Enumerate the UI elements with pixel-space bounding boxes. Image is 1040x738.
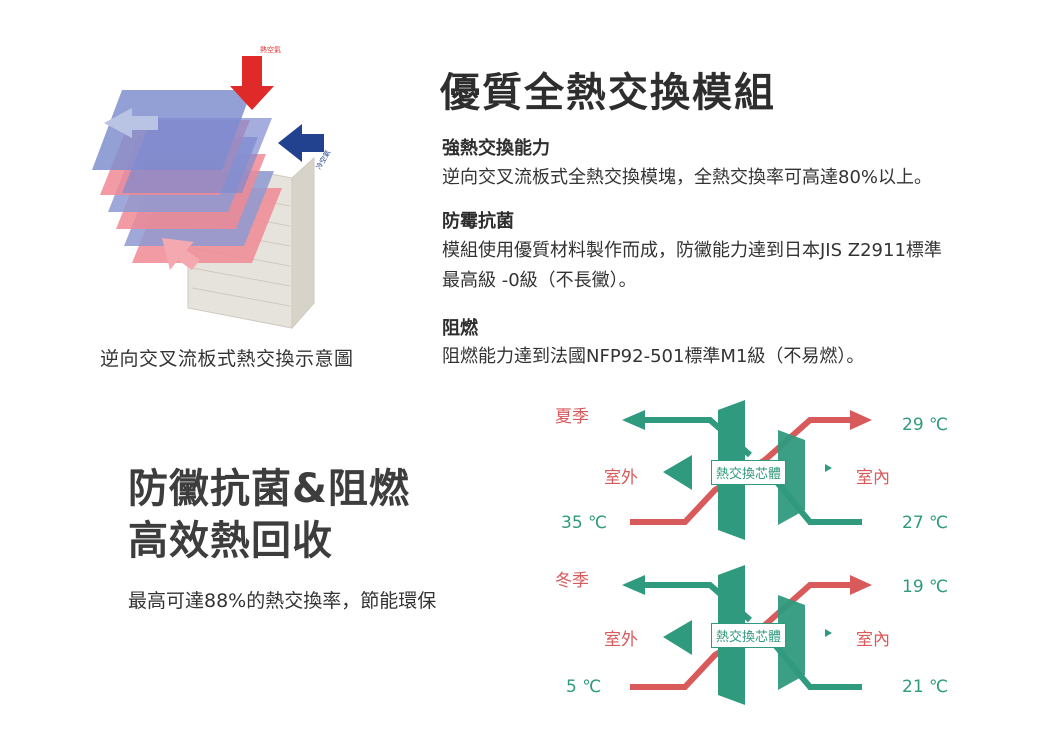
- promo-headline-line1: 防黴抗菌&阻燃: [128, 466, 410, 512]
- winter-core-label: 熱交換芯體: [711, 623, 787, 648]
- summer-outdoor-label: 室外: [604, 468, 638, 488]
- heat-exchange-illustration: 熱空氣 冷空氣: [92, 38, 352, 338]
- promo-subline: 最高可達88%的熱交換率，節能環保: [128, 590, 437, 612]
- summer-temp-top-right: 29 ℃: [902, 415, 949, 435]
- feature-text-heat-exchange: 逆向交叉流板式全熱交換模塊，全熱交換率可高達80%以上。: [442, 167, 933, 188]
- summer-core-label: 熱交換芯體: [711, 460, 787, 485]
- promo-headline: 防黴抗菌&阻燃 高效熱回收: [128, 463, 410, 567]
- cold-air-arrow: [278, 124, 324, 162]
- winter-indoor-label: 室內: [856, 630, 890, 650]
- diagram-caption: 逆向交叉流板式熱交換示意圖: [100, 348, 354, 370]
- winter-outdoor-label: 室外: [604, 630, 638, 650]
- summer-temp-bottom-right: 27 ℃: [902, 513, 949, 533]
- summer-temp-bottom-left: 35 ℃: [561, 513, 608, 533]
- promo-headline-line2: 高效熱回收: [128, 518, 333, 564]
- winter-season-label: 冬季: [555, 571, 589, 591]
- feature-text-antimold-line2: 最高級 -0級（不長黴）。: [442, 270, 637, 291]
- feature-heading-antimold: 防霉抗菌: [442, 211, 514, 232]
- winter-temp-bottom-left: 5 ℃: [566, 677, 602, 697]
- hot-air-label: 熱空氣: [260, 45, 281, 54]
- hot-air-arrow: [230, 56, 274, 110]
- winter-temp-top-right: 19 ℃: [902, 577, 949, 597]
- page-title: 優質全熱交換模組: [440, 70, 776, 116]
- summer-season-label: 夏季: [555, 407, 589, 427]
- feature-text-antimold: 模組使用優質材料製作而成，防黴能力達到日本JIS Z2911標準 最高級 -0級…: [442, 236, 1032, 296]
- summer-indoor-label: 室內: [856, 468, 890, 488]
- feature-text-antimold-line1: 模組使用優質材料製作而成，防黴能力達到日本JIS Z2911標準: [442, 240, 942, 261]
- winter-temp-bottom-right: 21 ℃: [902, 677, 949, 697]
- feature-heading-heat-exchange: 強熱交換能力: [442, 138, 550, 159]
- feature-heading-flame-retardant: 阻燃: [442, 318, 478, 339]
- feature-text-flame-retardant: 阻燃能力達到法國NFP92-501標準M1級（不易燃）。: [442, 346, 865, 367]
